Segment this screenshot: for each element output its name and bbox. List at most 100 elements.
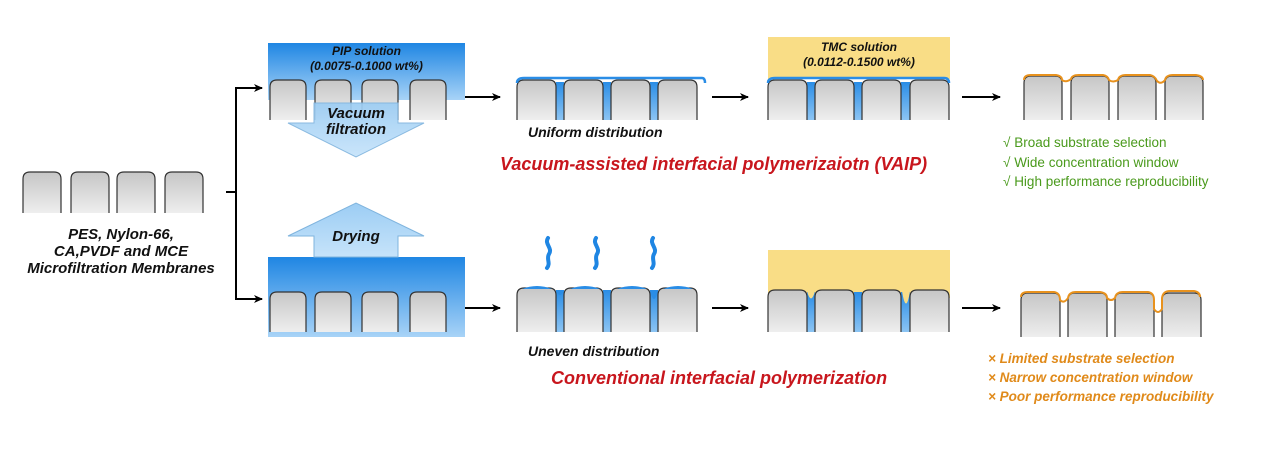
pore-solution xyxy=(650,82,658,120)
check-icon: √ xyxy=(1003,174,1011,189)
cross-icon: × xyxy=(988,389,996,404)
tmc-solution-concentration: (0.0112-0.1500 wt%) xyxy=(803,55,915,69)
membrane-pillar xyxy=(815,290,854,332)
uneven-polyamide-layer xyxy=(1020,290,1201,313)
membrane-pillar-outline xyxy=(516,79,557,120)
membrane-pillar-outline xyxy=(269,79,307,120)
drying-label: Drying xyxy=(332,228,380,245)
membrane-pillar-outline xyxy=(909,79,950,120)
membrane-pillar xyxy=(410,80,446,120)
conventional-disadvantages-list: × Limited substrate selection × Narrow c… xyxy=(988,349,1213,406)
membrane-pillar xyxy=(862,80,901,120)
pore-fills xyxy=(556,82,910,332)
disadvantage-item: × Poor performance reproducibility xyxy=(988,387,1213,406)
evaporation-wave-icon xyxy=(593,236,600,270)
check-icon: √ xyxy=(1003,154,1011,170)
membrane-pillar-outline xyxy=(164,171,204,213)
membrane-pillar xyxy=(23,172,61,213)
membrane-pillar-outline xyxy=(563,79,604,120)
membrane-pillar xyxy=(862,290,901,332)
membrane-pillar xyxy=(117,172,155,213)
tmc-solution-layer-top xyxy=(768,37,950,79)
pore-solution xyxy=(901,82,910,120)
vacuum-filtration-label-line: Vacuum xyxy=(327,105,385,122)
vaip-advantages-list: √ Broad substrate selection √ Wide conce… xyxy=(1003,133,1209,192)
membrane-pillar-outline xyxy=(70,171,110,213)
pip-meniscus xyxy=(556,290,564,295)
membrane-pillar xyxy=(564,80,603,120)
tmc-solution-label: TMC solution (0.0112-0.1500 wt%) xyxy=(768,40,950,70)
membrane-pillar-outline xyxy=(409,79,447,120)
pip-solution-title: PIP solution xyxy=(332,44,401,58)
substrate-label: PES, Nylon-66, CA,PVDF and MCE Microfilt… xyxy=(10,226,232,277)
membrane-groups xyxy=(22,75,1204,337)
pip-meniscus xyxy=(650,290,658,299)
membrane-pillar-outline xyxy=(361,79,399,120)
membrane-pillar xyxy=(1115,293,1154,337)
pore-solution xyxy=(650,290,658,332)
membrane-pillar xyxy=(517,80,556,120)
membrane-pillar-outline xyxy=(361,291,399,332)
tmc-solution-title: TMC solution xyxy=(821,40,897,54)
vacuum-filtration-label: Vacuum filtration xyxy=(316,106,396,138)
membrane-pillar xyxy=(1068,293,1107,337)
drying-arrow-icon xyxy=(287,202,425,258)
uniform-polyamide-layer xyxy=(1023,74,1204,84)
membrane-pillar-outline xyxy=(22,171,62,213)
membrane-pillar xyxy=(270,80,306,120)
vaip-method-title: Vacuum-assisted interfacial polymerizaio… xyxy=(500,154,928,174)
disadvantage-item: × Limited substrate selection xyxy=(988,349,1213,368)
vacuum-filtration-arrow-icon xyxy=(287,102,425,158)
disadvantage-item: × Narrow concentration window xyxy=(988,368,1213,387)
membrane-pillar-outline xyxy=(814,289,855,332)
pore-solution xyxy=(556,82,564,120)
membrane-pillar xyxy=(270,292,306,332)
membrane-pillar-outline xyxy=(314,79,352,120)
flow-connectors xyxy=(226,84,1001,312)
evaporation-icons xyxy=(545,236,657,270)
pip-droplet xyxy=(570,286,600,289)
tmc-meniscus xyxy=(807,291,815,299)
membrane-pillar xyxy=(658,288,697,332)
pore-solution xyxy=(854,82,862,120)
disadvantage-text: Poor performance reproducibility xyxy=(999,389,1214,404)
membrane-pillar xyxy=(910,80,949,120)
substrate-label-line: CA,PVDF and MCE xyxy=(53,243,189,260)
membrane-pillar-outline xyxy=(269,291,307,332)
membrane-pillar xyxy=(362,292,398,332)
membrane-pillar xyxy=(315,292,351,332)
disadvantage-text: Narrow concentration window xyxy=(999,370,1193,385)
pip-solution-label: PIP solution (0.0075-0.1000 wt%) xyxy=(268,44,465,74)
membrane-pillar-outline xyxy=(409,291,447,332)
substrate-label-line: PES, Nylon-66, xyxy=(68,226,174,243)
membrane-pillar xyxy=(1024,76,1062,120)
membrane-pillar xyxy=(768,290,807,332)
membrane-pillar xyxy=(410,292,446,332)
pip-droplet xyxy=(663,286,693,289)
evaporation-wave-icon xyxy=(650,236,657,270)
membrane-pillar xyxy=(611,288,650,332)
pip-droplet xyxy=(522,286,552,289)
pore-solution xyxy=(556,290,564,332)
membrane-pillar xyxy=(1162,293,1201,337)
check-icon: √ xyxy=(1003,135,1011,150)
membrane-vaip-result xyxy=(1023,75,1204,120)
pore-solution xyxy=(901,292,910,332)
advantage-item: √ Broad substrate selection xyxy=(1003,133,1209,153)
membrane-pillar xyxy=(611,80,650,120)
pore-solution xyxy=(603,290,611,332)
uneven-distribution-label: Uneven distribution xyxy=(528,343,660,359)
membrane-pillar xyxy=(815,80,854,120)
substrate-label-line: Microfiltration Membranes xyxy=(27,260,215,277)
membrane-pip-bottom xyxy=(269,291,447,332)
advantage-item: √ Wide concentration window xyxy=(1003,153,1209,173)
pip-droplet xyxy=(617,286,647,289)
membrane-pillar xyxy=(1165,76,1203,120)
membrane-pillar xyxy=(165,172,203,213)
membrane-uniform xyxy=(516,79,698,120)
advantage-text: Wide concentration window xyxy=(1014,154,1179,170)
membrane-pillar-outline xyxy=(610,79,651,120)
membrane-pillar-outline xyxy=(657,79,698,120)
membrane-tmc-bottom xyxy=(767,289,950,332)
